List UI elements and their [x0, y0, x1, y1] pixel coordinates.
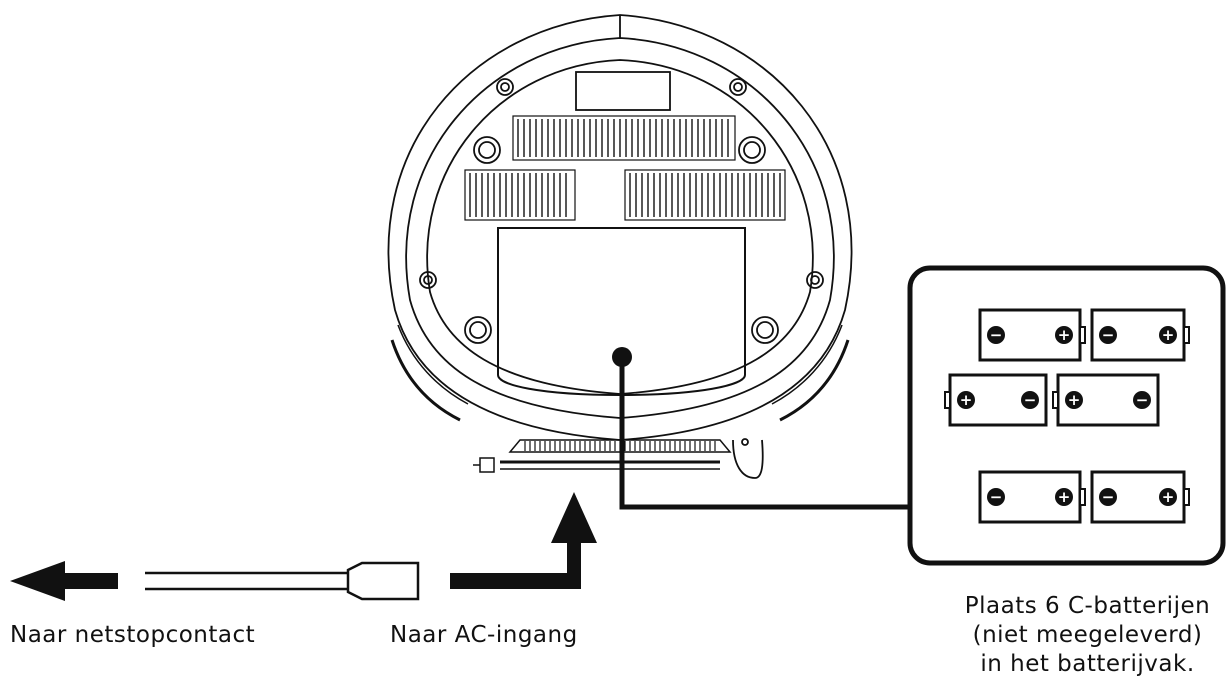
terminal-icon	[1055, 326, 1073, 344]
plug	[346, 561, 420, 601]
terminal-icon	[1065, 391, 1083, 409]
vent-slots-right	[629, 173, 781, 217]
device-outer-shell	[387, 14, 853, 441]
terminal-icon	[1021, 391, 1039, 409]
right-grip	[779, 339, 850, 422]
terminal-symbol: +	[1058, 488, 1071, 506]
terminal-icon	[1099, 488, 1117, 506]
batteries: −+−++−+−−+−+	[944, 308, 1190, 524]
power-cord	[10, 492, 597, 601]
terminal-icon	[1099, 326, 1117, 344]
terminal-icon	[1133, 391, 1151, 409]
left-grip-2	[397, 324, 469, 405]
device-inner-shell	[405, 37, 835, 419]
vent-slots-left	[469, 173, 567, 217]
terminal-icon	[987, 488, 1005, 506]
terminal-symbol: −	[1102, 488, 1115, 506]
terminal-symbol: +	[1162, 326, 1175, 344]
battery-2: −+	[1090, 308, 1190, 362]
terminal-symbol: +	[1162, 488, 1175, 506]
label-to-mains: Naar netstopcontact	[10, 622, 256, 648]
battery-3: +−	[944, 373, 1048, 427]
terminal-icon	[957, 391, 975, 409]
terminal-symbol: −	[990, 326, 1003, 344]
terminal-icon	[1159, 488, 1177, 506]
terminal-symbol: −	[1024, 391, 1037, 409]
terminal-symbol: −	[1102, 326, 1115, 344]
vent-grille-right	[624, 169, 786, 221]
left-arrow	[10, 561, 118, 601]
terminal-symbol: +	[1058, 326, 1071, 344]
battery-instruction-line-2: (niet meegeleverd)	[972, 622, 1203, 648]
terminal-symbol: +	[1068, 391, 1081, 409]
device-rim	[426, 59, 814, 395]
battery-instruction: Plaats 6 C-batterijen (niet meegeleverd)…	[950, 592, 1225, 679]
battery-4: +−	[1052, 373, 1160, 427]
battery-6: −+	[1090, 470, 1190, 524]
left-grip	[390, 339, 461, 422]
handle-hole	[741, 438, 749, 446]
terminal-icon	[987, 326, 1005, 344]
vent-grille-top	[512, 115, 736, 161]
label-to-ac-input: Naar AC-ingang	[390, 622, 578, 648]
pointer-line	[619, 357, 912, 510]
vent-grille-left	[464, 169, 576, 221]
terminal-symbol: +	[960, 391, 973, 409]
battery-instruction-line-3: in het batterijvak.	[980, 651, 1195, 677]
up-arrow	[450, 492, 597, 589]
terminal-symbol: −	[1136, 391, 1149, 409]
antenna-tip	[479, 457, 495, 473]
battery-instruction-line-1: Plaats 6 C-batterijen	[964, 593, 1211, 619]
stand	[508, 439, 732, 453]
battery-5: −+	[978, 470, 1086, 524]
battery-pointer	[612, 347, 912, 510]
label-plate	[575, 71, 671, 111]
screws	[419, 78, 824, 344]
terminal-icon	[1055, 488, 1073, 506]
terminal-symbol: −	[990, 488, 1003, 506]
battery-compartment: −+−++−+−−+−+	[907, 265, 1226, 566]
handle-foot	[732, 439, 764, 479]
right-grip-2	[771, 324, 843, 405]
vent-slots-top	[517, 119, 729, 157]
terminal-icon	[1159, 326, 1177, 344]
battery-1: −+	[978, 308, 1086, 362]
